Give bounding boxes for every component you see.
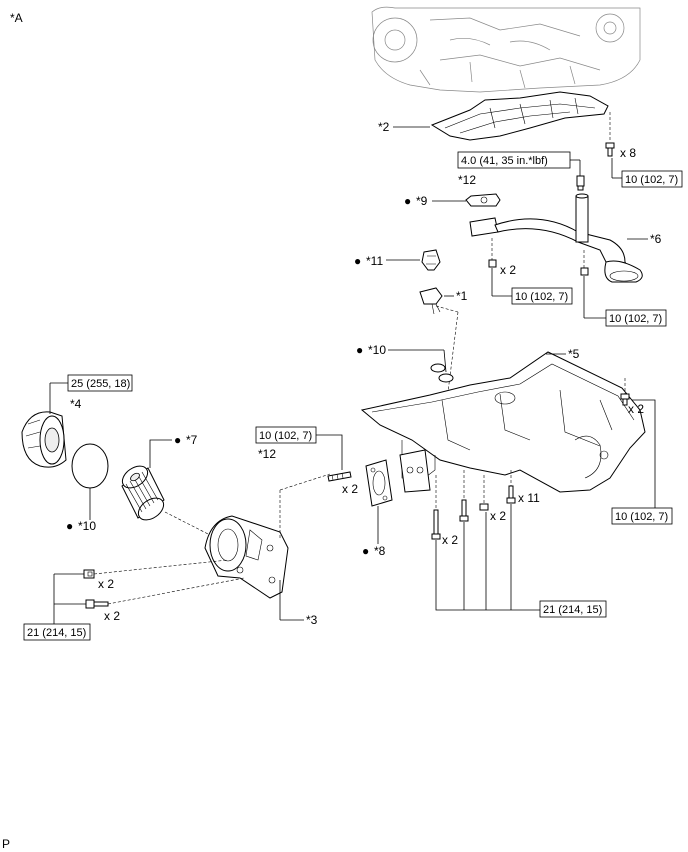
part-label-4: *4	[70, 397, 82, 411]
o-rings	[430, 363, 454, 383]
torque-bracket-bolts: 21 (214, 15)	[27, 627, 86, 639]
oil-pipe-bolt	[576, 175, 585, 191]
part-label-7: *7	[186, 433, 198, 447]
engine-block-illustration	[371, 6, 641, 93]
oil-strainer	[469, 193, 643, 283]
oil-filter-bracket	[204, 515, 289, 599]
footer-label: P	[2, 837, 10, 851]
filter-bracket-gasket	[365, 459, 393, 507]
bracket-nut	[83, 569, 95, 579]
qty-x11: x 11	[518, 491, 540, 505]
pan-bolt-short	[506, 470, 516, 504]
strainer-bracket-nut	[580, 250, 589, 276]
part-label-12-bottom: *12	[258, 447, 276, 461]
pan-right-bolt	[620, 378, 630, 406]
qty-x2-stud: x 2	[342, 482, 358, 496]
part-label-10-top: *10	[368, 343, 386, 357]
torque-pan-bottom-bolts: 21 (214, 15)	[543, 604, 602, 616]
torque-strainer-nut: 10 (102, 7)	[515, 291, 568, 303]
bullet-8: ●	[362, 544, 369, 558]
oil-filter-element	[121, 465, 165, 521]
strainer-nut	[488, 238, 497, 268]
part-label-6: *6	[650, 232, 662, 246]
part-label-9: *9	[416, 194, 428, 208]
torque-strainer-bracket: 10 (102, 7)	[609, 313, 662, 325]
qty-x2-bolt-b: x 2	[490, 509, 506, 523]
part-label-5: *5	[568, 347, 580, 361]
part-label-2: *2	[378, 120, 390, 134]
torque-filter-cap: 25 (255, 18)	[71, 378, 130, 390]
part-label-1: *1	[456, 289, 468, 303]
qty-x2-bracket-nut: x 2	[98, 577, 114, 591]
qty-x2-pan-right: x 2	[628, 402, 644, 416]
torque-pan-right-bolt: 10 (102, 7)	[615, 511, 668, 523]
part-label-10-bottom: *10	[78, 519, 96, 533]
bullet-10-top: ●	[356, 343, 363, 357]
qty-x2-bolt-a: x 2	[442, 533, 458, 547]
baffle-plate	[430, 91, 609, 141]
qty-x2-bracket-bolt: x 2	[104, 609, 120, 623]
pan-bolt-long-a	[431, 475, 441, 540]
part-label-12-top: *12	[458, 173, 476, 187]
qty-x8: x 8	[620, 146, 636, 160]
part-label-8: *8	[374, 544, 386, 558]
wire-clip	[421, 249, 441, 271]
oil-filter-cap	[21, 411, 67, 468]
pan-bolt-medium	[459, 470, 469, 522]
strainer-gasket	[465, 193, 501, 207]
oil-pan	[360, 351, 646, 493]
pan-nut	[479, 475, 489, 511]
bullet-7: ●	[174, 433, 181, 447]
qty-x2-strainer: x 2	[500, 263, 516, 277]
torque-stud-bolt: 10 (102, 7)	[259, 430, 312, 442]
bullet-9: ●	[404, 194, 411, 208]
part-label-3: *3	[306, 613, 318, 627]
bracket-bolt	[85, 599, 109, 609]
bullet-10-bottom: ●	[66, 519, 73, 533]
part-label-11: *11	[366, 254, 383, 268]
oil-level-sensor	[419, 287, 443, 315]
filter-o-ring	[71, 443, 109, 489]
torque-pan-to-block: 10 (102, 7)	[625, 174, 678, 186]
stud-bolt	[327, 471, 352, 482]
torque-oil-pipe-bolt: 4.0 (41, 35 in.*lbf)	[461, 155, 548, 167]
diagram-corner-label: *A	[10, 11, 23, 25]
baffle-bolt	[605, 112, 615, 157]
bullet-11: ●	[354, 254, 361, 268]
